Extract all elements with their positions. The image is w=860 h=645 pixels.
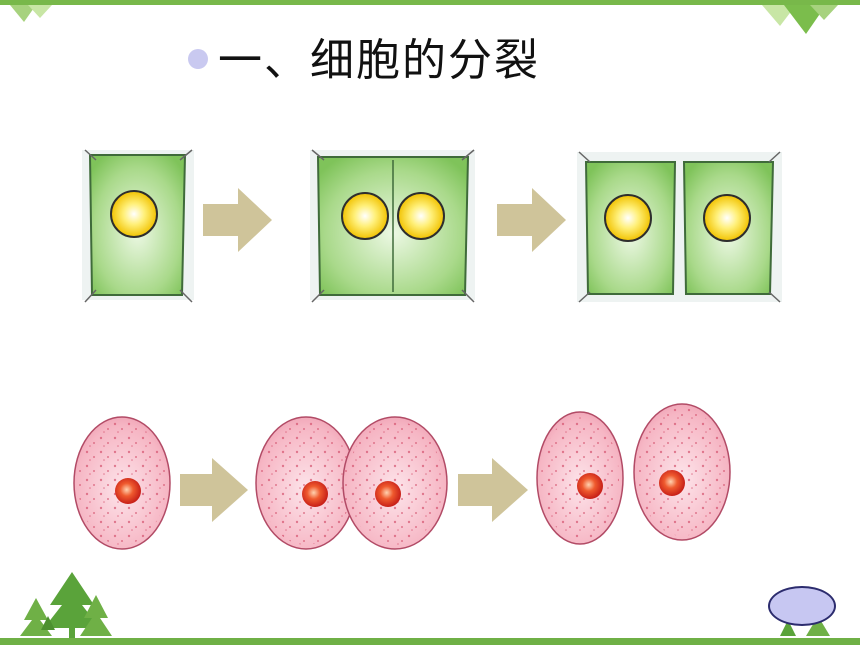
- tree-icon: [20, 572, 112, 638]
- top-accent-bar: [0, 0, 860, 5]
- animal-cell-stage-1: [73, 416, 171, 550]
- animal-cell-stage-3: [536, 403, 731, 545]
- mountain-icon: [762, 5, 838, 34]
- title-bullet: [188, 49, 208, 69]
- arrow-right-icon: [497, 188, 566, 252]
- page-title: 一、细胞的分裂: [218, 35, 540, 86]
- next-slide-button[interactable]: [768, 586, 836, 626]
- bottom-accent-bar: [0, 638, 860, 645]
- animal-cell-stage-2: [255, 416, 448, 550]
- tree-icon: [780, 616, 830, 636]
- plant-cell-stage-1: [82, 149, 194, 303]
- arrow-right-icon: [203, 188, 272, 252]
- plant-cell-stage-3: [577, 151, 782, 303]
- mountain-icon: [10, 5, 52, 22]
- arrow-right-icon: [458, 458, 528, 522]
- plant-cell-stage-2: [310, 149, 475, 303]
- arrow-right-icon: [180, 458, 248, 522]
- slide-title: 一、细胞的分裂: [188, 26, 540, 86]
